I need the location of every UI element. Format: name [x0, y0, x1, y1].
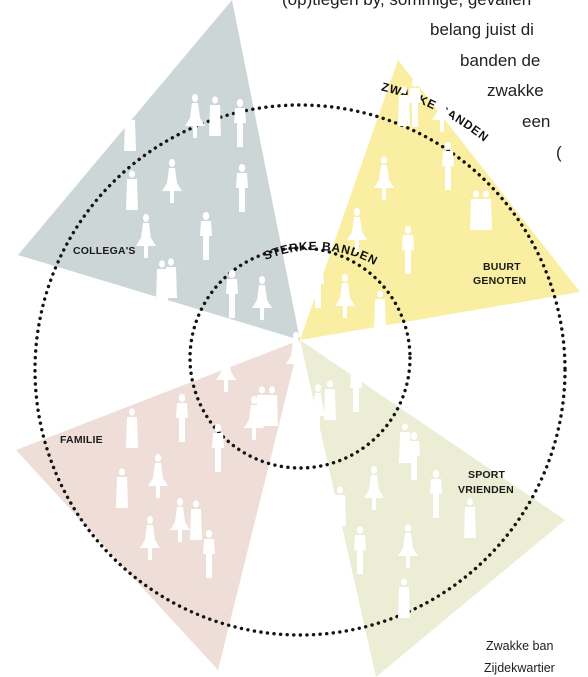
body-text-line-5: een — [522, 112, 551, 131]
body-text-line-4: zwakke — [487, 81, 544, 100]
label-buurtgenoten-1: BUURT — [483, 261, 521, 273]
label-familie: FAMILIE — [60, 434, 103, 446]
outer-ring-weak-ties — [33, 103, 567, 637]
segment-sportvrienden — [300, 340, 565, 677]
body-text-line-3: banden de — [460, 51, 541, 70]
caption-line-1: Zwakke ban — [486, 639, 554, 653]
segment-buurtgenoten — [300, 60, 580, 340]
sportvrienden-wedge — [300, 340, 565, 677]
body-text-line-2: belang juist di — [430, 20, 534, 39]
label-collegas: COLLEGA'S — [73, 245, 136, 257]
buurtgenoten-wedge — [300, 60, 580, 340]
label-sportvrienden-2: VRIENDEN — [458, 484, 514, 496]
caption-line-2: Zijdekwartier — [484, 661, 555, 675]
label-sportvrienden-1: SPORT — [468, 469, 506, 481]
body-text-line-6: ( — [556, 143, 562, 162]
segment-collegas — [18, 0, 300, 340]
segment-familie — [16, 340, 300, 670]
label-buurtgenoten-2: GENOTEN — [473, 275, 526, 287]
familie-wedge — [16, 340, 300, 670]
collegas-wedge — [18, 0, 300, 340]
body-text-line-1: (op)tiegen by, sommige, gevallen — [282, 0, 531, 8]
inner-ring-strong-ties — [188, 246, 412, 470]
